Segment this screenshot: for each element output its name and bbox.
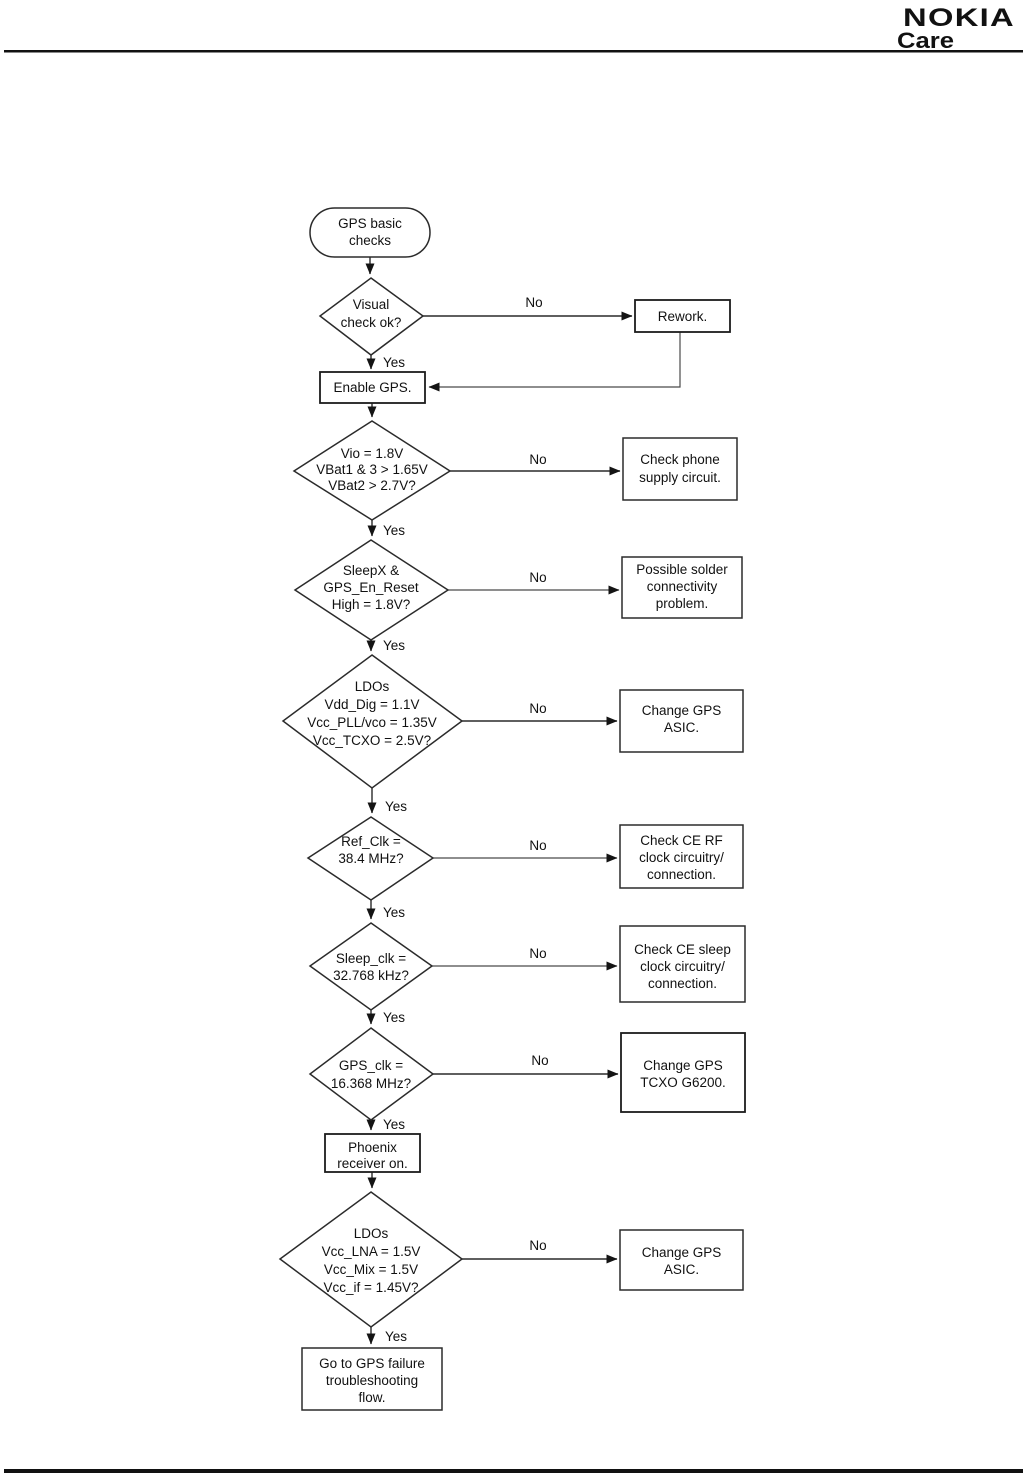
label-yes-gpsclk: Yes	[383, 1117, 405, 1132]
node-solder-problem-label: connectivity	[647, 579, 718, 594]
node-check-phone-supply-label: Check phone	[640, 452, 720, 467]
node-start-label: checks	[349, 233, 391, 248]
node-vio-vbat-label: VBat2 > 2.7V?	[328, 478, 415, 493]
label-no-ldos2: No	[529, 1238, 546, 1253]
label-no-sleepx: No	[529, 570, 546, 585]
node-ldos-rf-label: LDOs	[354, 1226, 389, 1241]
node-visual-check-label: Visual	[353, 297, 390, 312]
node-change-asic-1-label: ASIC.	[664, 720, 699, 735]
care-logo: Care	[897, 28, 954, 53]
node-gpsclk-label: GPS_clk =	[339, 1058, 403, 1073]
node-visual-check-shape	[318, 277, 425, 356]
node-goto-failure-flow-label: flow.	[358, 1390, 385, 1405]
node-enable-gps-label: Enable GPS.	[333, 380, 411, 395]
node-refclk-label: Ref_Clk =	[341, 834, 401, 849]
label-no-refclk: No	[529, 838, 546, 853]
node-ldos-rf-label: Vcc_if = 1.45V?	[324, 1280, 419, 1295]
label-yes-vio: Yes	[383, 523, 405, 538]
label-yes-ldos2: Yes	[385, 1329, 407, 1344]
node-ldos-rf-label: Vcc_LNA = 1.5V	[322, 1244, 421, 1259]
node-phoenix-label: receiver on.	[337, 1156, 408, 1171]
node-ldos-dig-label: LDOs	[355, 679, 390, 694]
node-check-ce-rf-label: Check CE RF	[640, 833, 723, 848]
node-check-ce-sleep-label: Check CE sleep	[634, 942, 731, 957]
header-rule	[4, 50, 1023, 53]
node-phoenix-label: Phoenix	[348, 1140, 397, 1155]
node-ldos-dig-label: Vcc_TCXO = 2.5V?	[313, 733, 431, 748]
node-sleepx-shape	[293, 539, 450, 641]
node-start-shape	[309, 207, 431, 258]
footer-rule	[4, 1469, 1023, 1473]
node-goto-failure-flow-label: Go to GPS failure	[319, 1356, 425, 1371]
node-sleepclk-label: Sleep_clk =	[336, 951, 406, 966]
node-check-ce-rf-label: connection.	[647, 867, 716, 882]
label-no-visual: No	[525, 295, 542, 310]
label-yes-sleepx: Yes	[383, 638, 405, 653]
node-rework-label: Rework.	[658, 309, 708, 324]
node-solder-problem-shape	[621, 556, 743, 619]
node-phoenix-shape	[324, 1133, 421, 1173]
node-sleepclk-label: 32.768 kHz?	[333, 968, 409, 983]
node-check-phone-supply-shape	[622, 437, 738, 501]
node-solder-problem-label: Possible solder	[636, 562, 728, 577]
node-ldos-dig-shape	[281, 654, 464, 789]
node-refclk-label: 38.4 MHz?	[338, 851, 403, 866]
node-sleepx-label: High = 1.8V?	[332, 597, 410, 612]
label-yes-sleepclk: Yes	[383, 1010, 405, 1025]
label-no-vio: No	[529, 452, 546, 467]
nokia-logo: NOKIA	[903, 4, 1015, 32]
node-check-ce-sleep-shape	[619, 925, 746, 1003]
node-solder-problem-label: problem.	[656, 596, 709, 611]
node-ldos-dig-label: Vcc_PLL/vco = 1.35V	[307, 715, 436, 730]
node-gpsclk-shape	[308, 1027, 435, 1121]
node-check-ce-sleep-label: connection.	[648, 976, 717, 991]
node-vio-vbat-shape	[292, 420, 452, 521]
node-vio-vbat-label: Vio = 1.8V	[341, 446, 403, 461]
node-gpsclk-label: 16.368 MHz?	[331, 1076, 411, 1091]
node-change-asic-2-label: ASIC.	[664, 1262, 699, 1277]
node-ldos-rf-label: Vcc_Mix = 1.5V	[324, 1262, 418, 1277]
node-sleepclk-shape	[308, 922, 434, 1011]
node-change-tcxo-label: TCXO G6200.	[640, 1075, 726, 1090]
node-check-phone-supply-label: supply circuit.	[639, 470, 721, 485]
node-rework-shape	[634, 299, 731, 333]
label-no-gpsclk: No	[531, 1053, 548, 1068]
label-no-sleepclk: No	[529, 946, 546, 961]
node-visual-check-label: check ok?	[341, 315, 402, 330]
node-change-asic-1-shape	[619, 689, 744, 753]
node-check-ce-rf-label: clock circuitry/	[639, 850, 724, 865]
label-yes-visual: Yes	[383, 355, 405, 370]
node-sleepx-label: GPS_En_Reset	[323, 580, 419, 595]
node-start-label: GPS basic	[338, 216, 402, 231]
node-change-asic-2-shape	[619, 1229, 744, 1291]
node-ldos-dig-label: Vdd_Dig = 1.1V	[325, 697, 420, 712]
node-change-tcxo-shape	[620, 1032, 746, 1113]
label-yes-refclk: Yes	[383, 905, 405, 920]
node-check-ce-rf-shape	[619, 824, 744, 889]
label-yes-ldos1: Yes	[385, 799, 407, 814]
node-goto-failure-flow-shape	[301, 1347, 443, 1411]
node-check-ce-sleep-label: clock circuitry/	[640, 959, 725, 974]
node-enable-gps-shape	[319, 371, 426, 404]
node-refclk-shape	[306, 816, 435, 901]
node-ldos-rf-shape	[278, 1191, 464, 1328]
node-sleepx-label: SleepX &	[343, 563, 399, 578]
node-vio-vbat-label: VBat1 & 3 > 1.65V	[316, 462, 427, 477]
node-goto-failure-flow-label: troubleshooting	[326, 1373, 418, 1388]
label-no-ldos1: No	[529, 701, 546, 716]
edge-rework-to-enable	[428, 332, 681, 392]
node-change-asic-2-label: Change GPS	[642, 1245, 722, 1260]
node-change-tcxo-label: Change GPS	[643, 1058, 723, 1073]
node-change-asic-1-label: Change GPS	[642, 703, 722, 718]
